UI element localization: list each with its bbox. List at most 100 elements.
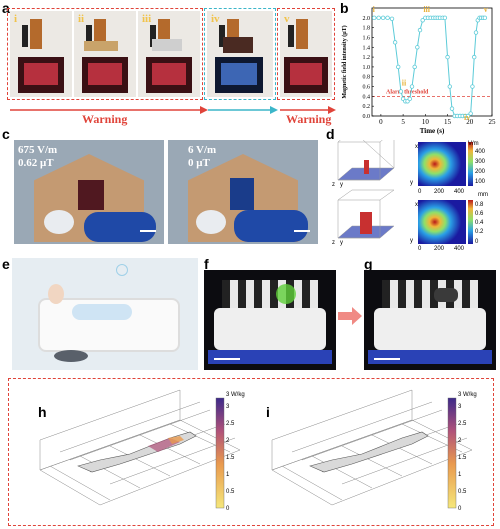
- region-label: iv: [464, 113, 470, 122]
- x-tick: 400: [454, 246, 465, 250]
- data-point: [389, 16, 395, 21]
- data-point: [472, 54, 477, 60]
- data-point: [445, 54, 450, 60]
- y-tick-label: 0.2: [363, 104, 371, 110]
- data-point: [385, 15, 390, 21]
- axis-y-top: y: [340, 182, 343, 188]
- warning-text-right: Warning: [286, 112, 332, 126]
- cb-bottom-tick: 0.6: [475, 211, 484, 217]
- panel-label-e: e: [2, 256, 10, 272]
- cb-tick: 2: [226, 438, 230, 444]
- panel-e-illustration: [12, 258, 198, 370]
- roman-label: ii: [78, 13, 85, 25]
- panel-label-g: g: [364, 256, 373, 272]
- plot-frame: [371, 7, 493, 117]
- series-line: [374, 17, 485, 117]
- panel-f-photo: [204, 270, 336, 370]
- cb-tick: 0.5: [226, 489, 235, 495]
- panel-label-a: a: [2, 0, 10, 16]
- panel-i-body-sim: 3 W/kg 3 2.5 2 1.5 1 0.5 0: [271, 389, 477, 512]
- y-tick-label: 0.0: [363, 114, 371, 120]
- panel-a-photo-5: v: [280, 11, 332, 97]
- panel-a-frame-left: [7, 8, 203, 100]
- panel-a-photo-2: ii: [74, 11, 136, 97]
- y-tick-label: 0.6: [363, 85, 371, 91]
- roman-label: iv: [211, 13, 220, 25]
- region-label: ii: [402, 79, 407, 88]
- panel-d-unit-top: V/m: [468, 141, 479, 147]
- x-tick: 0: [418, 189, 422, 195]
- y-tick-label: 1.2: [363, 55, 371, 61]
- cb-tick: 1.5: [226, 455, 235, 461]
- x-tick: 0: [418, 246, 422, 250]
- panel-g-photo: [364, 270, 496, 370]
- panel-a-photo-4: iv: [207, 11, 273, 97]
- cb-bottom-tick: 0.8: [475, 202, 484, 208]
- region-label: i: [373, 5, 376, 14]
- data-point: [442, 15, 448, 21]
- roman-label: i: [14, 13, 18, 25]
- cb-tick: 3: [226, 404, 230, 410]
- panel-c-right-efield: 6 V/m: [188, 144, 217, 156]
- y-tick-label: 2.0: [363, 16, 371, 22]
- axis-z-bottom: z: [332, 240, 335, 246]
- panel-c-photo-left: 675 V/m 0.62 μT: [14, 140, 164, 244]
- y-tick-label: 0.8: [363, 75, 371, 81]
- panel-hi-frame: [8, 378, 494, 526]
- data-point: [473, 30, 479, 35]
- axis-y-bottom: y: [340, 240, 343, 246]
- panel-label-h: h: [38, 404, 47, 420]
- data-point: [470, 84, 475, 89]
- panel-label-d: d: [326, 126, 335, 142]
- y-tick-label: 1.4: [363, 45, 371, 51]
- data-point: [417, 27, 423, 33]
- data-point: [396, 64, 401, 70]
- cb-tick: 3: [458, 404, 462, 410]
- data-point: [465, 113, 471, 119]
- data-point: [482, 15, 488, 21]
- axis-z-top: z: [332, 182, 335, 188]
- data-point: [447, 84, 452, 89]
- cb-tick: 1.5: [458, 455, 467, 461]
- cb-top-tick: 200: [475, 169, 486, 175]
- x-tick-label: 25: [489, 118, 497, 126]
- y-tick-label: 1.8: [363, 26, 371, 32]
- y-tick-label: 1.6: [363, 35, 371, 41]
- data-point: [372, 15, 377, 21]
- y-tick-label: 0.4: [363, 94, 371, 100]
- cb-top-tick: 400: [475, 149, 486, 155]
- x-tick-label: 10: [422, 118, 430, 126]
- panel-a-frame-mid: [204, 8, 276, 100]
- cb-tick: 0.5: [458, 489, 467, 495]
- panel-i-cb-label: 3 W/kg: [458, 392, 477, 398]
- warning-text-left: Warning: [82, 112, 128, 126]
- region-label: v: [484, 5, 488, 14]
- cb-bottom-tick: 0.2: [475, 229, 484, 235]
- arrow-f-to-g: [338, 307, 362, 325]
- cb-tick: 2.5: [458, 421, 467, 427]
- axis-x-heat-bottom: x: [415, 202, 418, 208]
- roman-label: v: [284, 13, 290, 25]
- panel-label-f: f: [204, 256, 209, 272]
- panel-a-photo-1: i: [10, 11, 72, 97]
- x-tick-label: 20: [466, 118, 474, 126]
- panel-h-body-sim: 3 W/kg 3 2.5 2 1.5 1 0.5 0: [39, 389, 245, 512]
- x-axis-label: Time (s): [420, 127, 445, 135]
- data-point: [380, 15, 386, 21]
- data-point: [407, 96, 412, 102]
- y-tick-label: 1.0: [363, 65, 371, 71]
- cb-bottom-tick: 0.4: [475, 220, 484, 226]
- data-point: [376, 15, 381, 21]
- panel-label-b: b: [340, 0, 349, 16]
- x-tick-label: 5: [401, 118, 405, 126]
- x-tick: 200: [434, 246, 445, 250]
- panel-h-cb-label: 3 W/kg: [226, 392, 245, 398]
- roman-label: iii: [142, 13, 152, 25]
- panel-c-left-bfield: 0.62 μT: [18, 157, 54, 169]
- cb-tick: 2.5: [226, 421, 235, 427]
- axis-y-heat-top: y: [410, 180, 413, 186]
- data-point: [449, 106, 455, 111]
- panel-a-photo-3: iii: [138, 11, 200, 97]
- panel-label-c: c: [2, 126, 10, 142]
